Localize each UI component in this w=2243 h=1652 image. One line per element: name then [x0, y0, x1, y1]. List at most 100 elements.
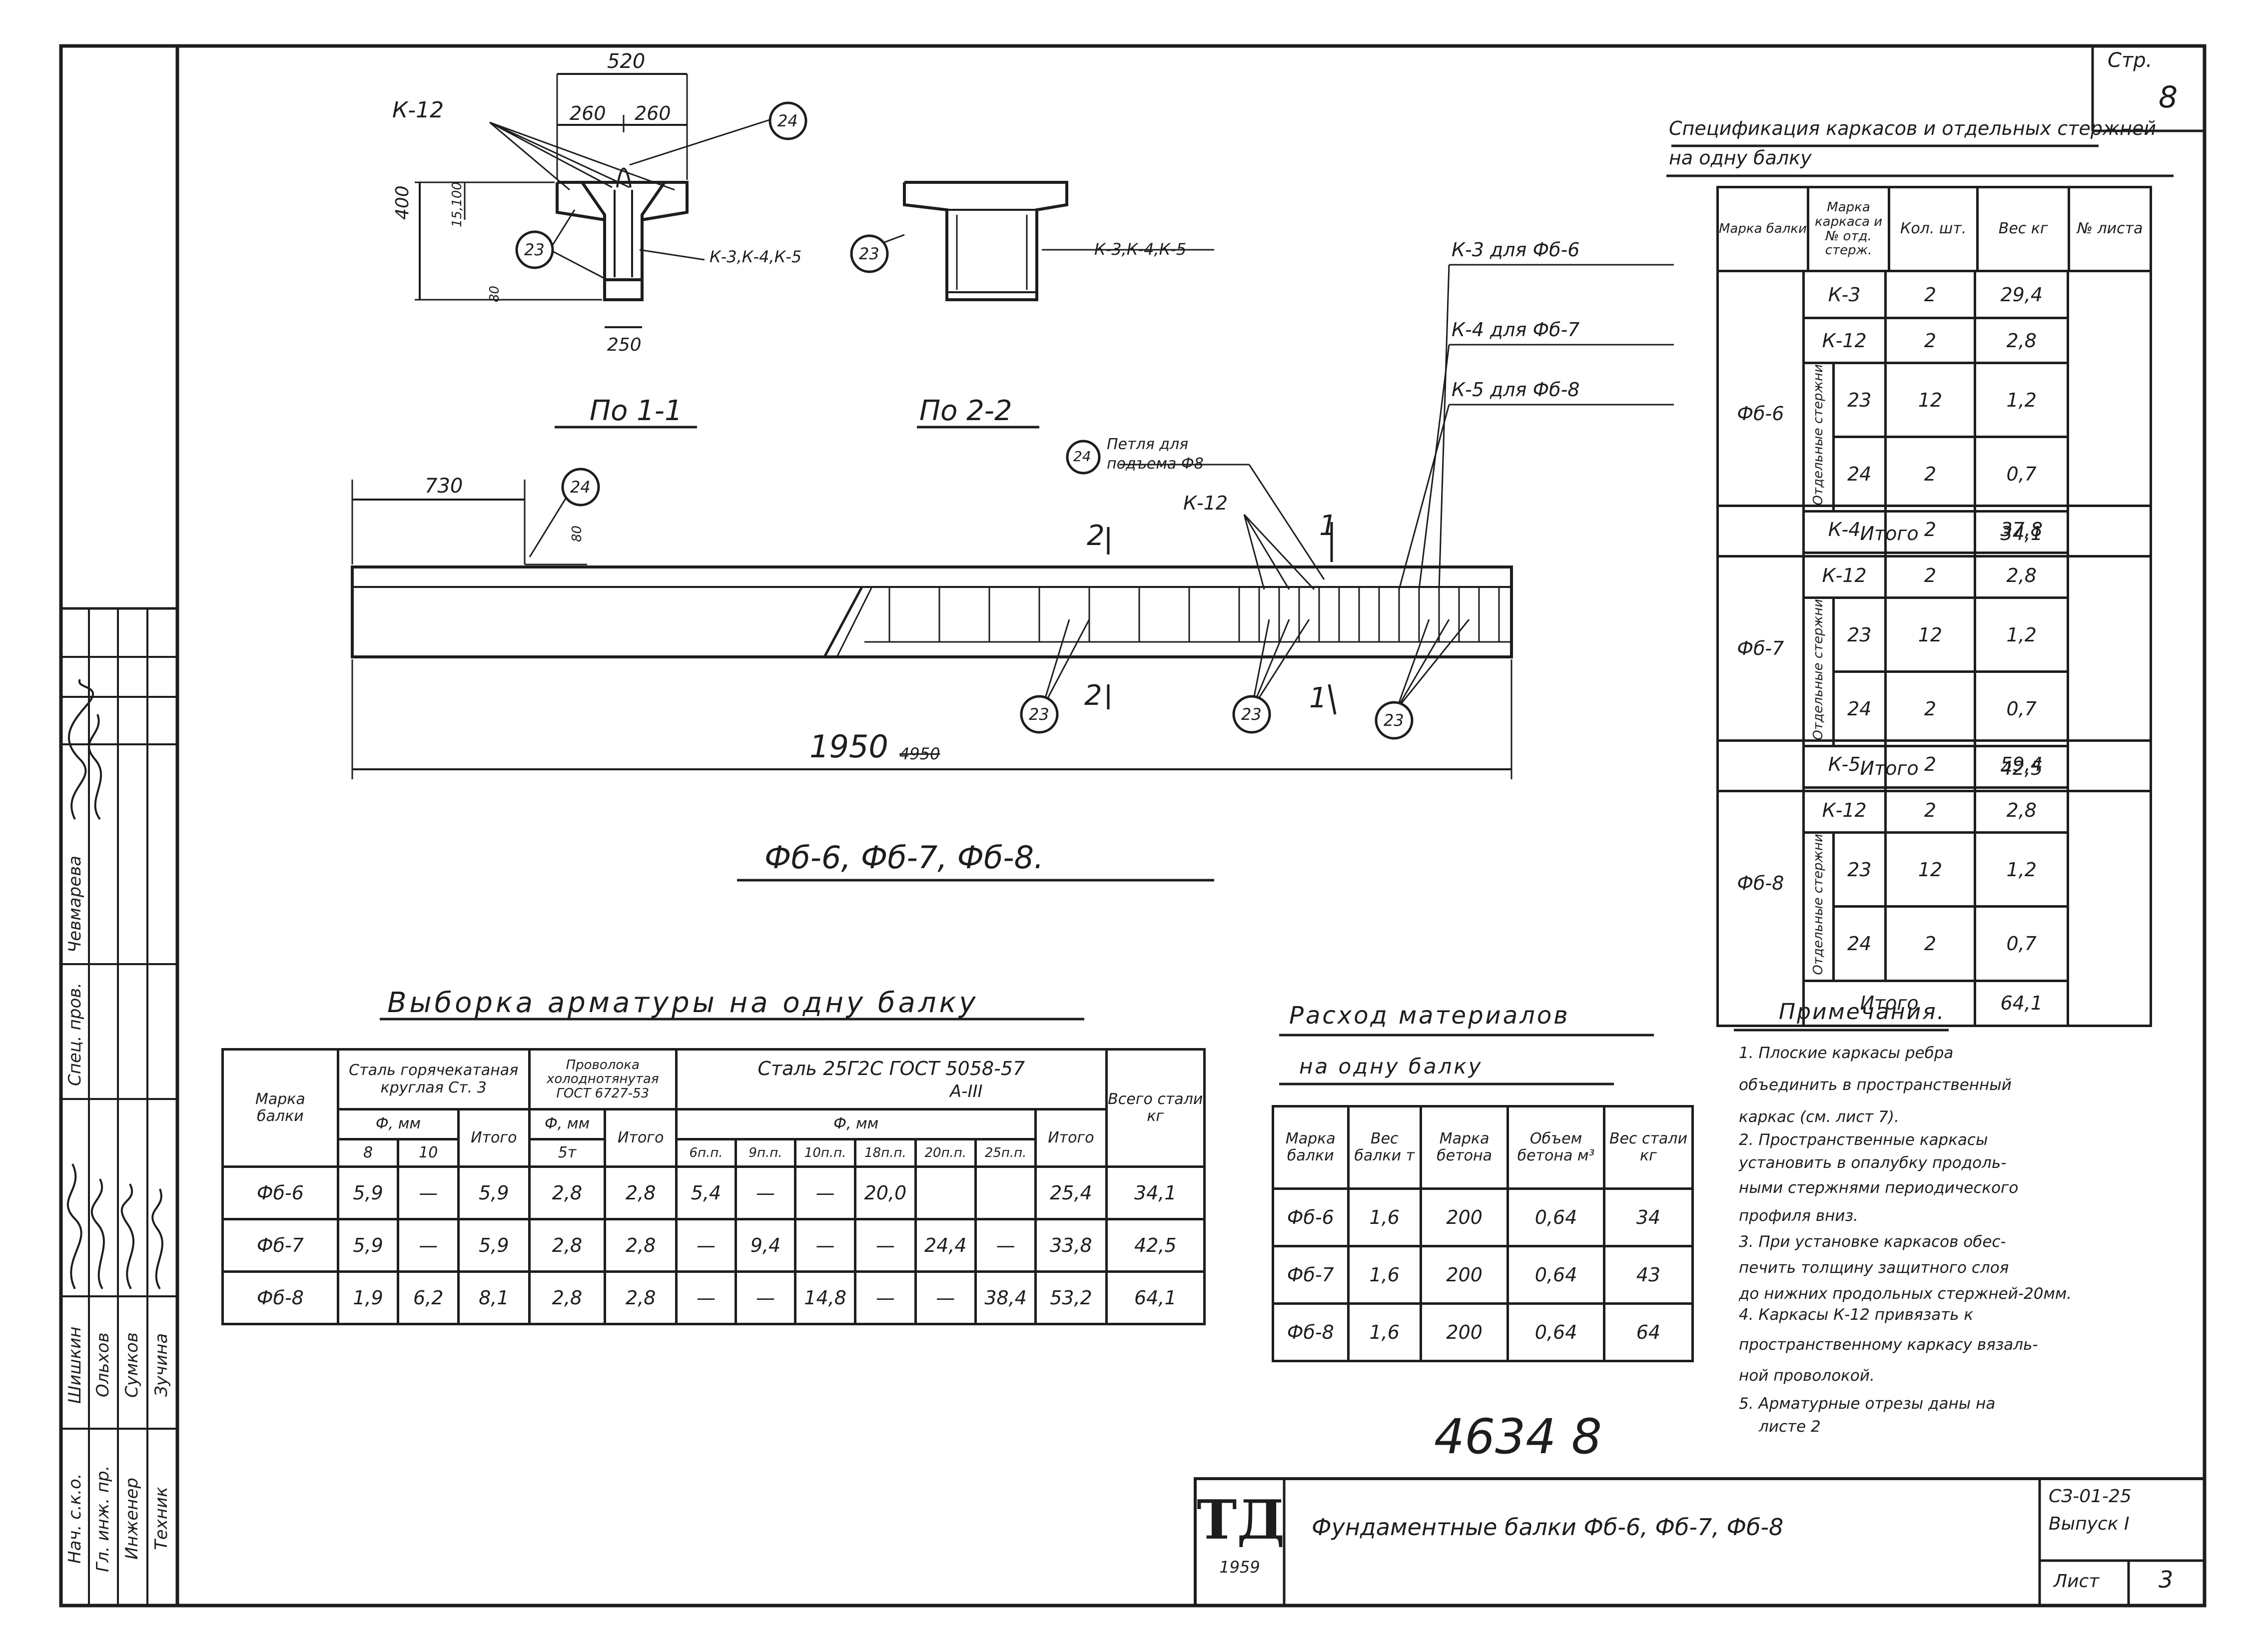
- vyb-h-25g-phi: Ф, мм: [675, 1108, 1037, 1140]
- spec-fb8-r4-wt: 0,7: [1974, 905, 2070, 982]
- ras-r2-c2: 200: [1419, 1245, 1509, 1305]
- spec-fb7-r3-qty: 12: [1884, 596, 1977, 673]
- dim-length: 1950: [809, 728, 888, 765]
- ras-h-volume: Объем бетона м³: [1506, 1105, 1605, 1190]
- spec-fb8-r2-qty: 2: [1884, 786, 1977, 834]
- vyb-sub-9: 9п.п.: [734, 1138, 796, 1168]
- ras-r1-c0: Фб-6: [1272, 1187, 1350, 1247]
- vyb-r2-c1: 5,9: [336, 1218, 400, 1273]
- vyb-sub-20: 20п.п.: [914, 1138, 977, 1168]
- spec-fb7-side-label: Отдельные стержни: [1810, 599, 1826, 740]
- dim-flange: 15,100: [450, 182, 465, 227]
- ras-r1-c1: 1,6: [1347, 1187, 1423, 1247]
- spec-fb6-r4-mark: 24: [1832, 436, 1887, 513]
- vyb-r3-c3: 8,1: [457, 1270, 531, 1325]
- sidebar-role-4: Техник: [151, 1487, 171, 1551]
- spec-fb7-r1-wt: 37,8: [1974, 505, 2070, 554]
- rashod-table: Марка балки Вес балки т Марка бетона Объ…: [1272, 1105, 1694, 1362]
- vyb-r2-c2: —: [397, 1218, 460, 1273]
- vyb-r1-c3: 5,9: [457, 1165, 531, 1220]
- vyb-sub-6: 6п.п.: [675, 1138, 737, 1168]
- spec-fb7-r4-mark: 24: [1832, 670, 1887, 747]
- vyb-r3-c10: —: [914, 1270, 977, 1325]
- ras-r3-c4: 64: [1602, 1302, 1694, 1362]
- cut-2-bottom: 2: [1084, 679, 1102, 712]
- spec-fb6-r2-qty: 2: [1884, 317, 1977, 364]
- vyb-h-st3-phi: Ф, мм: [336, 1108, 460, 1140]
- spec-fb6-r3-wt: 1,2: [1974, 361, 2070, 439]
- vyb-r3-c8: 14,8: [793, 1270, 857, 1325]
- vyb-r1-c11: [974, 1165, 1037, 1220]
- spec-fb8-r2-mark: К-12: [1802, 786, 1887, 834]
- spec-fb6-r1-qty: 2: [1884, 270, 1977, 319]
- title-logo: ТД 1959: [1197, 1483, 1285, 1603]
- vyb-r1-c13: 34,1: [1105, 1165, 1206, 1220]
- mark-23-e: 23: [1384, 711, 1404, 730]
- spec-fb7-r2-wt: 2,8: [1974, 551, 2070, 599]
- vyborka-table: Марка балки Сталь горячекатаная круглая …: [221, 1048, 1206, 1325]
- vyb-h-25g: Сталь 25Г2С ГОСТ 5058-57 А-III: [675, 1048, 1108, 1110]
- vyb-r2-c8: —: [793, 1218, 857, 1273]
- note-line-10: до нижних продольных стержней-20мм.: [1739, 1285, 2072, 1303]
- vyb-r1-c9: 20,0: [854, 1165, 917, 1220]
- ras-r2-c4: 43: [1602, 1245, 1694, 1305]
- vyb-r3-c6: —: [675, 1270, 737, 1325]
- ras-r3-c0: Фб-8: [1272, 1302, 1350, 1362]
- spec-header-qty: Кол. шт.: [1888, 186, 1979, 272]
- spec-fb8-total-label: Итого: [1802, 979, 1977, 1027]
- vyb-r2-c6: —: [675, 1218, 737, 1273]
- note-line-6: ными стержнями периодического: [1739, 1179, 2019, 1197]
- vyb-r2-c0: Фб-7: [221, 1218, 339, 1273]
- spec-fb7-r4-qty: 2: [1884, 670, 1977, 747]
- spec-fb8-sheet: [2067, 739, 2152, 1027]
- note-line-14: 5. Арматурные отрезы даны на: [1739, 1395, 1996, 1413]
- cut-1-bottom: 1: [1309, 682, 1327, 714]
- title-logo-mark: ТД: [1197, 1489, 1285, 1552]
- vyb-h-25g-class: А-III: [949, 1081, 983, 1101]
- sidebar-name-2: Ольхов: [93, 1332, 113, 1398]
- vyb-sub-5t: 5т: [528, 1138, 607, 1168]
- ras-h-grade: Марка бетона: [1419, 1105, 1509, 1190]
- spec-fb8-r2-wt: 2,8: [1974, 786, 2070, 834]
- vyb-r3-c4: 2,8: [528, 1270, 607, 1325]
- vyb-h-25g-itogo: Итого: [1034, 1108, 1108, 1168]
- vyb-r2-c9: —: [854, 1218, 917, 1273]
- vyb-h-st3: Сталь горячекатаная круглая Ст. 3: [336, 1048, 531, 1110]
- spec-fb8-r3-qty: 12: [1884, 831, 1977, 908]
- dim-bottom: 80: [487, 285, 502, 302]
- spec-header-mark: Марка каркаса и № отд. стерж.: [1806, 186, 1891, 272]
- label-k3-note: К-3 для Фб-6: [1452, 239, 1580, 261]
- dim-half-left: 260: [570, 102, 606, 124]
- notes-title: Примечания.: [1779, 999, 1946, 1025]
- label-k345-section2: К-3,К-4,К-5: [1094, 240, 1187, 259]
- ras-h-steel: Вес стали кг: [1602, 1105, 1694, 1190]
- title-block-title: Фундаментные балки Фб-6, Фб-7, Фб-8: [1312, 1514, 1784, 1541]
- ras-r3-c1: 1,6: [1347, 1302, 1423, 1362]
- sidebar-role-1: Нач. с.к.о.: [65, 1473, 85, 1564]
- sidebar-name-3: Сумков: [122, 1332, 142, 1398]
- label-loop-note: Петля для подъема Ф8: [1107, 436, 1204, 473]
- ras-r2-c0: Фб-7: [1272, 1245, 1350, 1305]
- note-line-5: установить в опалубку продоль-: [1739, 1154, 2007, 1172]
- spec-fb6-r3-qty: 12: [1884, 361, 1977, 439]
- spec-header-sheet: № листа: [2068, 186, 2152, 272]
- page-label-title: Стр.: [2108, 49, 2153, 72]
- vyb-r2-c13: 42,5: [1105, 1218, 1206, 1273]
- spec-fb8-side-label: Отдельные стержни: [1810, 834, 1826, 975]
- spec-fb7-r2-qty: 2: [1884, 551, 1977, 599]
- dim-length-crossed: 4950: [899, 744, 940, 763]
- vyb-sub-8: 8: [336, 1138, 400, 1168]
- mark-23-b: 23: [859, 244, 879, 263]
- vyb-sub-10pp: 10п.п.: [793, 1138, 857, 1168]
- ras-r3-c2: 200: [1419, 1302, 1509, 1362]
- dim-half-right: 260: [635, 102, 671, 124]
- label-k4-note: К-4 для Фб-7: [1452, 319, 1580, 341]
- vyb-r2-c10: 24,4: [914, 1218, 977, 1273]
- mark-23-c: 23: [1029, 705, 1049, 724]
- spec-fb7-r3-mark: 23: [1832, 596, 1887, 673]
- title-block-sheet-no: 3: [2159, 1566, 2174, 1593]
- vyb-r3-c9: —: [854, 1270, 917, 1325]
- dim-height: 400: [392, 185, 413, 220]
- spec-fb7-r1-mark: К-4: [1802, 505, 1887, 554]
